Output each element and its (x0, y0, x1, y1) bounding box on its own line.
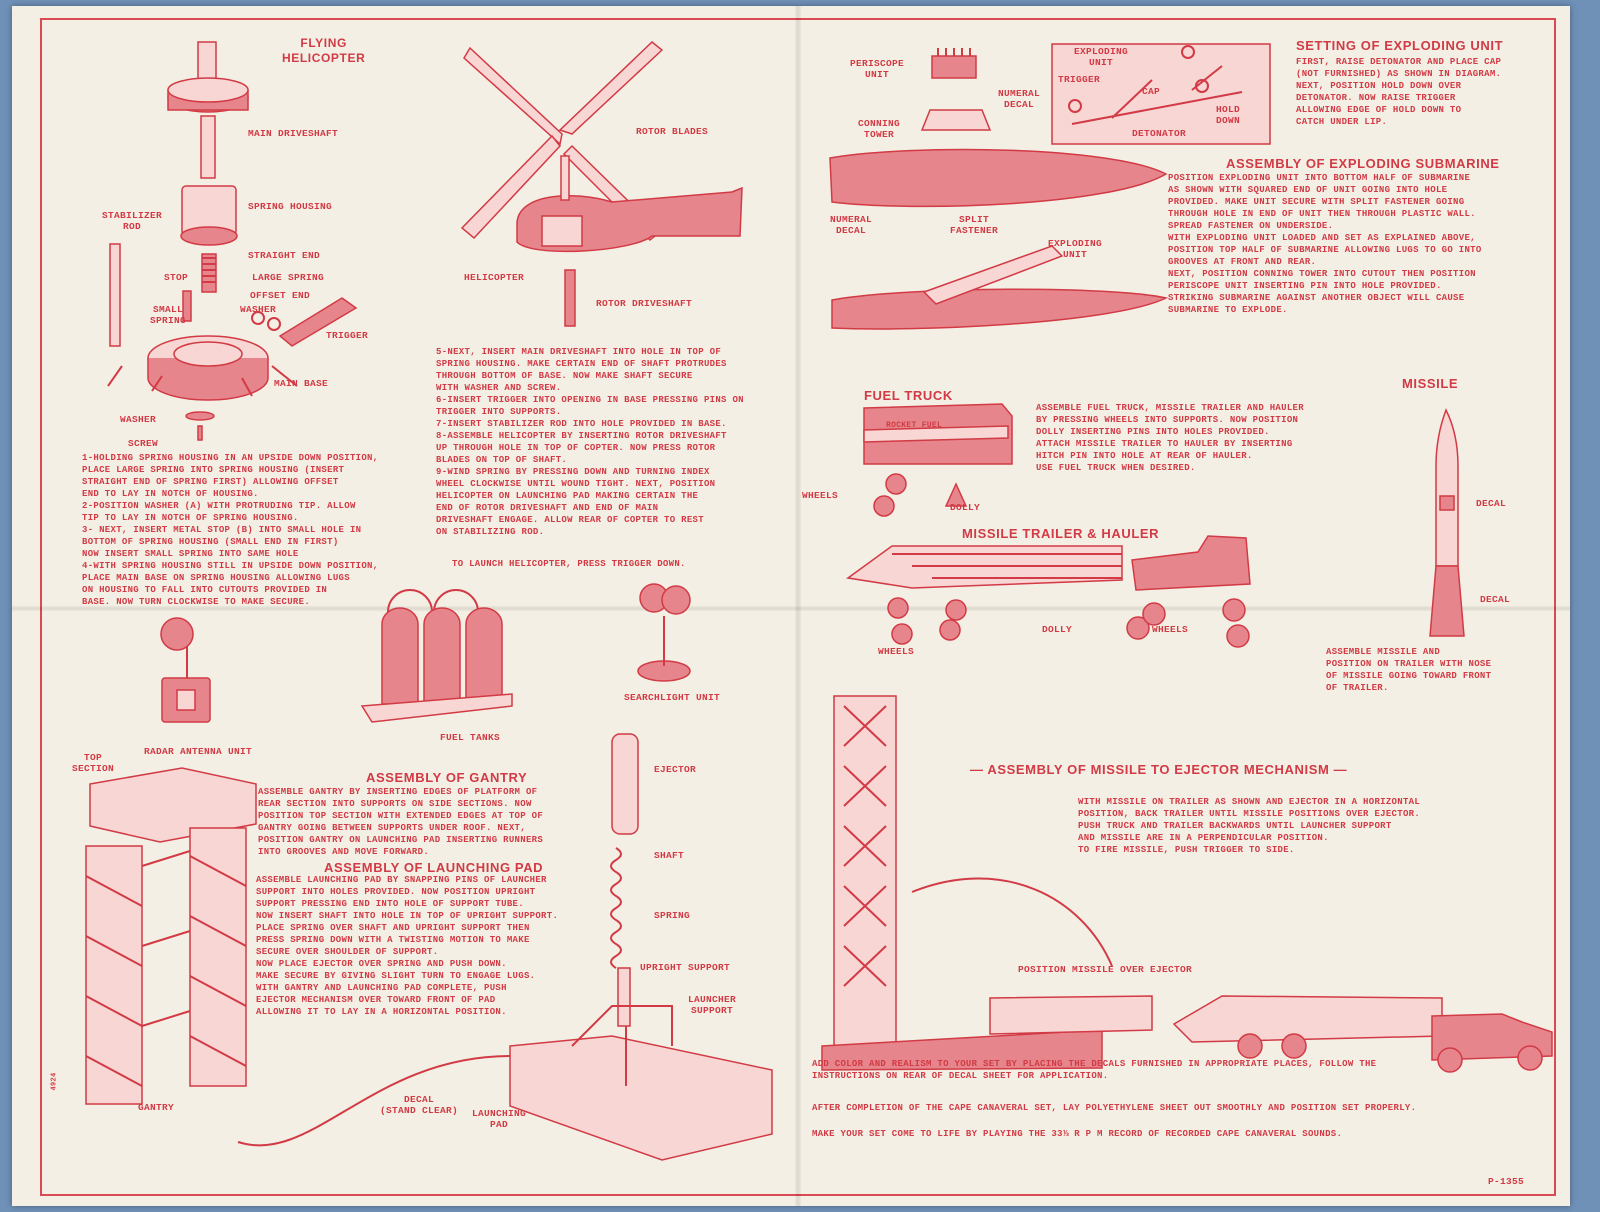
assembly-gantry-text: ASSEMBLE GANTRY BY INSERTING EDGES OF PL… (258, 786, 598, 858)
inset-label-exploding-unit: EXPLODING UNIT (1074, 46, 1128, 68)
label-straight-end: STRAIGHT END (248, 250, 320, 261)
label-ejector: EJECTOR (654, 764, 696, 775)
label-hauler-wheels: WHEELS (1152, 624, 1188, 635)
label-launching-pad: LAUNCHING PAD (472, 1108, 526, 1130)
missile-illustration (1430, 410, 1464, 636)
ejector-mechanism-title: — ASSEMBLY OF MISSILE TO EJECTOR MECHANI… (970, 762, 1347, 777)
label-trailer-wheels: WHEELS (878, 646, 914, 657)
label-conning-tower: CONNING TOWER (858, 118, 900, 140)
label-split-fastener: SPLIT FASTENER (950, 214, 998, 236)
label-large-spring: LARGE SPRING (252, 272, 324, 283)
part-number: P-1355 (1488, 1176, 1524, 1187)
inset-label-detonator: DETONATOR (1132, 128, 1186, 139)
label-gantry: GANTRY (138, 1102, 174, 1113)
label-trailer-dolly: DOLLY (1042, 624, 1072, 635)
inset-label-hold-down: HOLD DOWN (1216, 104, 1240, 126)
label-washer-top: WASHER (240, 304, 276, 315)
helicopter-steps-1-4: 1-HOLDING SPRING HOUSING IN AN UPSIDE DO… (82, 452, 412, 608)
label-radar-antenna: RADAR ANTENNA UNIT (144, 746, 252, 757)
radar-antenna-illustration (161, 618, 210, 722)
label-small-spring: SMALL SPRING (150, 304, 186, 326)
label-main-driveshaft: MAIN DRIVESHAFT (248, 128, 338, 139)
footer-record-note: MAKE YOUR SET COME TO LIFE BY PLAYING TH… (812, 1128, 1532, 1140)
setting-exploding-unit-text: FIRST, RAISE DETONATOR AND PLACE CAP (NO… (1296, 56, 1536, 128)
label-periscope-unit: PERISCOPE UNIT (850, 58, 904, 80)
label-exploding-unit: EXPLODING UNIT (1048, 238, 1102, 260)
label-numeral-decal-left: NUMERAL DECAL (830, 214, 872, 236)
label-spring-housing: SPRING HOUSING (248, 201, 332, 212)
label-missile-decal-1: DECAL (1476, 498, 1506, 509)
helicopter-illustration (462, 42, 742, 326)
footer-sheet-note: AFTER COMPLETION OF THE CAPE CANAVERAL S… (812, 1102, 1532, 1114)
label-searchlight: SEARCHLIGHT UNIT (624, 692, 720, 703)
missile-assembly-text: ASSEMBLE MISSILE AND POSITION ON TRAILER… (1326, 646, 1536, 694)
label-shaft: SHAFT (654, 850, 684, 861)
footer-decals-note: ADD COLOR AND REALISM TO YOUR SET BY PLA… (812, 1058, 1512, 1082)
fuel-tanks-illustration (362, 590, 512, 722)
helicopter-steps-5-9: 5-NEXT, INSERT MAIN DRIVESHAFT INTO HOLE… (436, 346, 786, 538)
gantry-illustration (86, 768, 256, 1104)
rocket-fuel-decal: ROCKET FUEL (886, 420, 942, 431)
label-fuel-truck-dolly: DOLLY (950, 502, 980, 513)
ejector-mechanism-title-text: ASSEMBLY OF MISSILE TO EJECTOR MECHANISM (987, 762, 1329, 777)
missile-trailer-title: MISSILE TRAILER & HAULER (962, 526, 1159, 541)
label-launcher-support: LAUNCHER SUPPORT (688, 994, 736, 1016)
label-fuel-tanks: FUEL TANKS (440, 732, 500, 743)
inset-label-cap: CAP (1142, 86, 1160, 97)
label-main-base: MAIN BASE (274, 378, 328, 389)
label-fuel-truck-wheels: WHEELS (802, 490, 838, 501)
helicopter-launch-note: TO LAUNCH HELICOPTER, PRESS TRIGGER DOWN… (452, 558, 686, 570)
assembly-launching-pad-text: ASSEMBLE LAUNCHING PAD BY SNAPPING PINS … (256, 874, 596, 1018)
label-trigger: TRIGGER (326, 330, 368, 341)
label-helicopter: HELICOPTER (464, 272, 524, 283)
ejector-mechanism-illustration (822, 696, 1552, 1072)
missile-title: MISSILE (1402, 376, 1458, 391)
label-offset-end: OFFSET END (250, 290, 310, 301)
setting-exploding-unit-title: SETTING OF EXPLODING UNIT (1296, 38, 1503, 53)
label-numeral-decal-top: NUMERAL DECAL (998, 88, 1040, 110)
assembly-launching-pad-title: ASSEMBLY OF LAUNCHING PAD (324, 860, 543, 875)
label-rotor-driveshaft: ROTOR DRIVESHAFT (596, 298, 692, 309)
searchlight-illustration (638, 584, 690, 681)
label-upright-support: UPRIGHT SUPPORT (640, 962, 730, 973)
inset-label-trigger: TRIGGER (1058, 74, 1100, 85)
label-stand-clear-decal: DECAL (STAND CLEAR) (380, 1094, 458, 1116)
assembly-submarine-title: ASSEMBLY OF EXPLODING SUBMARINE (1226, 156, 1500, 171)
print-code: 4924 (50, 1072, 61, 1090)
label-missile-decal-2: DECAL (1480, 594, 1510, 605)
label-rotor-blades: ROTOR BLADES (636, 126, 708, 137)
fuel-truck-title: FUEL TRUCK (864, 388, 953, 403)
label-position-missile: POSITION MISSILE OVER EJECTOR (1018, 964, 1192, 975)
assembly-submarine-text: POSITION EXPLODING UNIT INTO BOTTOM HALF… (1168, 172, 1548, 316)
assembly-gantry-title: ASSEMBLY OF GANTRY (366, 770, 527, 785)
fuel-truck-text: ASSEMBLE FUEL TRUCK, MISSILE TRAILER AND… (1036, 402, 1366, 474)
label-washer-bottom: WASHER (120, 414, 156, 425)
label-spring: SPRING (654, 910, 690, 921)
label-stabilizer-rod: STABILIZER ROD (102, 210, 162, 232)
label-screw: SCREW (128, 438, 158, 449)
helicopter-title: FLYING HELICOPTER (282, 36, 365, 66)
ejector-mechanism-text: WITH MISSILE ON TRAILER AS SHOWN AND EJE… (1078, 796, 1518, 856)
instruction-sheet: FLYING HELICOPTER MAIN DRIVESHAFT SPRING… (12, 6, 1570, 1206)
label-stop: STOP (164, 272, 188, 283)
label-top-section: TOP SECTION (72, 752, 114, 774)
